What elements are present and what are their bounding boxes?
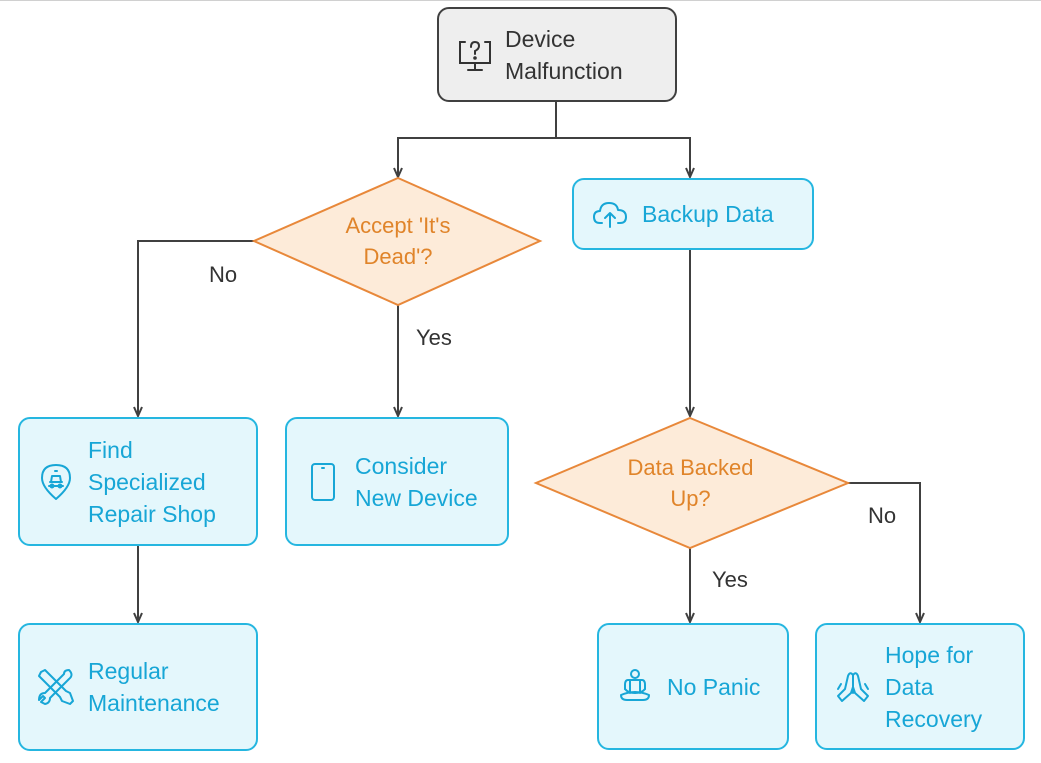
- edge-start-to-decision-dead: [398, 137, 556, 177]
- maintenance-node: Regular Maintenance: [18, 623, 258, 751]
- monitor-question-icon: [455, 35, 495, 75]
- repair-shop-label: Find Specialized Repair Shop: [88, 436, 216, 527]
- hope-recovery-label: Hope for Data Recovery: [885, 641, 983, 732]
- edge-label-backed-yes: Yes: [712, 567, 748, 592]
- no-panic-label: No Panic: [667, 673, 761, 700]
- decision-dead-diamond: [251, 176, 543, 307]
- start-label: Device Malfunction: [505, 25, 623, 84]
- edge-backed-no-to-hope: [848, 482, 920, 622]
- cloud-upload-icon: [590, 194, 630, 234]
- new-device-label: Consider New Device: [355, 452, 478, 511]
- top-border: [0, 0, 1041, 1]
- edge-label-dead-yes: Yes: [416, 325, 452, 350]
- decision-backed-label: Data Backed Up?: [627, 455, 754, 511]
- edge-dead-no-to-repair: [138, 240, 254, 416]
- decision-backed-diamond: [533, 416, 851, 550]
- hope-recovery-node: Hope for Data Recovery: [815, 623, 1025, 750]
- no-panic-node: No Panic: [597, 623, 789, 750]
- maintenance-label: Regular Maintenance: [88, 658, 220, 716]
- repair-shop-node: Find Specialized Repair Shop: [18, 417, 258, 546]
- repair-shop-location-icon: [36, 462, 76, 502]
- start-node: Device Malfunction: [437, 7, 677, 102]
- edge-label-backed-no: No: [868, 503, 897, 528]
- edge-label-dead-no: No: [209, 262, 238, 287]
- backup-data-label: Backup Data: [642, 201, 774, 227]
- backup-data-node: Backup Data: [572, 178, 814, 250]
- meditation-icon: [615, 667, 655, 707]
- tools-icon: [36, 667, 76, 707]
- edge-start-to-backup: [556, 137, 690, 177]
- smartphone-icon: [303, 462, 343, 502]
- new-device-node: Consider New Device: [285, 417, 509, 546]
- praying-hands-icon: [833, 667, 873, 707]
- decision-dead-label: Accept 'It's Dead'?: [345, 213, 451, 269]
